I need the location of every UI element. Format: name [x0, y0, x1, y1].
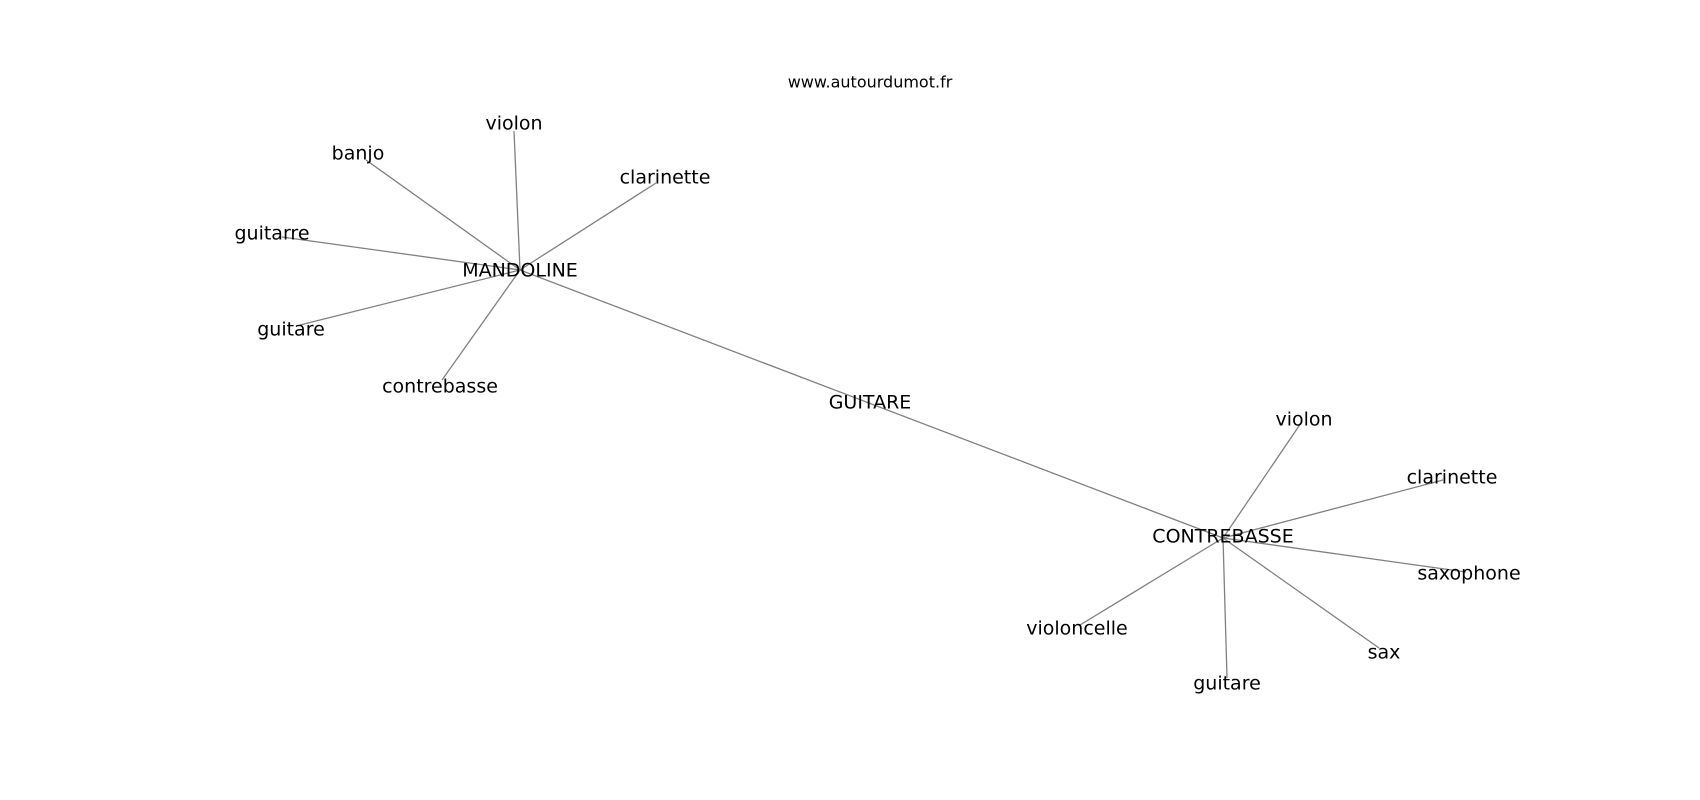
node-m-violon: violon [485, 113, 542, 135]
node-m-guitare: guitare [257, 319, 325, 341]
edge-mandoline-m_guitare [299, 269, 521, 326]
node-contrebasse-hub: CONTREBASSE [1152, 526, 1293, 548]
node-m-clarinette: clarinette [620, 167, 711, 189]
node-mandoline: MANDOLINE [462, 260, 578, 282]
edge-contrebasse_hub-c_violon [1222, 422, 1302, 539]
graph-labels: GUITARE MANDOLINE CONTREBASSE violon banjo cl… [234, 113, 1520, 695]
edge-mandoline-contrebasse_hub [519, 269, 1224, 539]
node-m-guitarre: guitarre [234, 223, 309, 245]
edge-contrebasse_hub-c_violoncelle [1079, 537, 1224, 626]
node-c-guitare: guitare [1193, 673, 1261, 695]
node-c-clarinette: clarinette [1407, 467, 1498, 489]
edge-contrebasse_hub-c_guitare [1222, 537, 1228, 679]
edge-mandoline-m_guitarre [281, 236, 521, 271]
edge-contrebasse_hub-c_saxophone [1222, 537, 1467, 573]
edge-contrebasse_hub-c_clarinette [1222, 479, 1444, 539]
node-c-violon: violon [1275, 409, 1332, 431]
node-guitare-center: GUITARE [829, 392, 912, 414]
node-c-violoncelle: violoncelle [1026, 618, 1127, 640]
node-c-sax: sax [1368, 642, 1401, 664]
edge-mandoline-m_contrebasse [441, 269, 521, 381]
node-m-contrebasse: contrebasse [382, 376, 498, 398]
site-watermark: www.autourdumot.fr [788, 73, 953, 92]
node-m-banjo: banjo [332, 143, 385, 165]
edge-mandoline-m_banjo [365, 159, 521, 271]
graph-edges [281, 130, 1467, 679]
edge-contrebasse_hub-c_sax [1222, 537, 1380, 649]
node-c-saxophone: saxophone [1417, 563, 1520, 585]
edge-mandoline-m_violon [513, 130, 521, 271]
edge-mandoline-m_clarinette [519, 182, 657, 271]
